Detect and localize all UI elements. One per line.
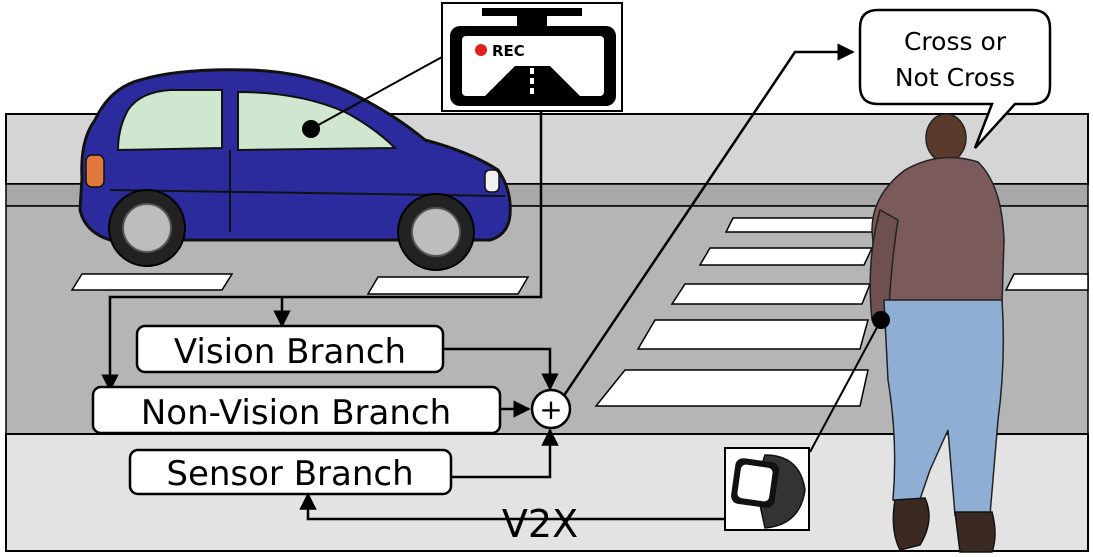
vision-to-fusion xyxy=(443,347,559,391)
crosswalk-stripe xyxy=(698,247,874,266)
pedestrian-jeans xyxy=(883,299,1005,516)
crosswalk-stripe xyxy=(670,283,872,305)
speech-bubble-shape xyxy=(858,8,1052,149)
pedestrian-hoodie xyxy=(871,156,1005,306)
fusion-symbol: + xyxy=(539,393,562,426)
rec-label: REC xyxy=(492,42,525,60)
crosswalk-stripe xyxy=(636,319,869,350)
car-taillight xyxy=(85,154,105,188)
fusion-to-output xyxy=(561,43,855,398)
connectors xyxy=(101,43,882,521)
car xyxy=(78,68,512,271)
car-hubcap-rear xyxy=(122,203,172,253)
car-to-camera-line xyxy=(310,56,443,130)
fusion-node: + xyxy=(530,388,572,430)
lane-dash xyxy=(70,273,234,291)
sensor-to-fusion xyxy=(451,428,559,479)
arrow-to-non-vision xyxy=(101,295,282,392)
non-vision-branch-frame xyxy=(91,385,502,435)
sensor-branch-box: Sensor Branch xyxy=(128,448,453,496)
non-vision-branch-box: Non-Vision Branch xyxy=(91,385,502,435)
pedestrian-head xyxy=(925,113,967,163)
speech-bubble-line1: Cross or xyxy=(904,27,1007,56)
vision-branch-label: Vision Branch xyxy=(174,332,406,372)
car-window-front xyxy=(116,89,223,152)
wrist-to-watch-line xyxy=(809,319,882,453)
v2x-arrow xyxy=(299,492,725,521)
fusion-circle xyxy=(530,388,572,430)
car-window-main xyxy=(237,90,398,152)
rec-indicator-icon xyxy=(475,44,487,56)
smartwatch-screen xyxy=(737,464,773,502)
crosswalk-stripe xyxy=(724,217,882,233)
vision-branch-box: Vision Branch xyxy=(135,324,445,374)
v2x-label: V2X xyxy=(502,502,578,546)
vision-branch-frame xyxy=(135,324,445,374)
car-hubcap-front xyxy=(411,207,461,257)
smartwatch xyxy=(724,447,810,531)
non-vision-branch-label: Non-Vision Branch xyxy=(141,393,451,433)
lane-dash xyxy=(1004,273,1089,291)
dashcam-mount xyxy=(482,8,582,16)
car-headlight xyxy=(484,169,500,193)
pedestrian xyxy=(869,113,1005,553)
pedestrian-shoe xyxy=(954,511,996,553)
dashcam: REC xyxy=(441,2,623,112)
dashcam-mount-stem xyxy=(517,16,547,26)
speech-bubble-line2: Not Cross xyxy=(895,63,1015,92)
lane-dash xyxy=(366,276,530,295)
camera-feed-line xyxy=(282,111,543,299)
sensor-branch-frame xyxy=(128,448,453,496)
speech-bubble: Cross or Not Cross xyxy=(858,8,1052,149)
sensor-branch-label: Sensor Branch xyxy=(166,454,413,494)
crosswalk-stripe xyxy=(594,369,869,407)
pedestrian-shoe xyxy=(892,497,930,551)
